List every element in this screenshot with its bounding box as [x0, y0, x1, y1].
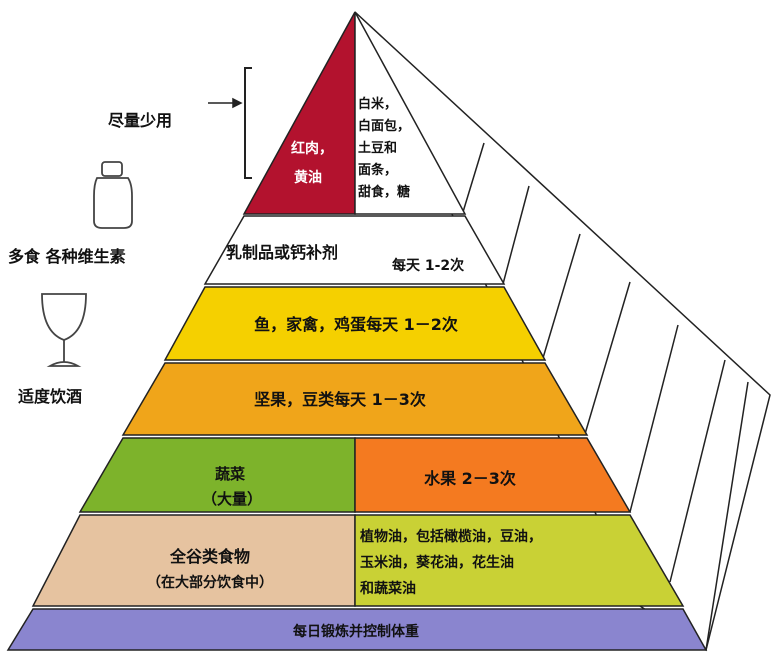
side-face-ribs: [462, 142, 749, 651]
tier-oils: [354, 514, 685, 607]
veg-line-2: （大量）: [202, 490, 262, 508]
vitamin-label: 多食 各种维生素: [8, 247, 126, 266]
top-right-line-3: 土豆和: [358, 140, 397, 156]
dairy-label: 乳制品或钙补剂: [226, 243, 338, 262]
wine-glass-icon: [41, 293, 87, 367]
base-label: 每日锻炼并控制体重: [293, 623, 419, 640]
oils-line-2: 玉米油，葵花油，花生油: [360, 554, 514, 571]
top-left-line-1: 红肉，: [291, 140, 333, 157]
drink-label: 适度饮酒: [18, 387, 82, 406]
tier-nuts: [121, 362, 589, 436]
fruit-label: 水果 2－3次: [424, 469, 516, 488]
tier-top-right: [354, 11, 467, 215]
limit-label: 尽量少用: [108, 111, 172, 130]
top-right-line-5: 甜食，糖: [358, 184, 410, 200]
tier-fruit: [354, 437, 632, 513]
tier-protein: [163, 286, 547, 361]
top-left-line-2: 黄油: [294, 169, 322, 186]
top-right-line-1: 白米，: [358, 96, 397, 112]
protein-label: 鱼，家禽，鸡蛋每天 1－2次: [254, 315, 458, 334]
nuts-label: 坚果，豆类每天 1－3次: [254, 390, 426, 409]
grains-line-1: 全谷类食物: [169, 547, 250, 566]
dairy-frequency: 每天 1-2次: [392, 257, 464, 274]
veg-line-1: 蔬菜: [215, 465, 245, 483]
grains-line-2: （在大部分饮食中）: [147, 574, 273, 591]
oils-line-1: 植物油，包括橄榄油，豆油，: [359, 528, 542, 545]
top-right-line-4: 面条，: [358, 162, 397, 178]
arrow-icon: [208, 97, 243, 109]
limit-bracket: [244, 67, 252, 179]
oils-line-3: 和蔬菜油: [360, 580, 416, 597]
top-right-line-2: 白面包，: [358, 118, 410, 134]
tier-base: [6, 608, 708, 651]
vitamin-bottle-icon: [93, 161, 133, 229]
tier-dairy: [203, 215, 506, 285]
